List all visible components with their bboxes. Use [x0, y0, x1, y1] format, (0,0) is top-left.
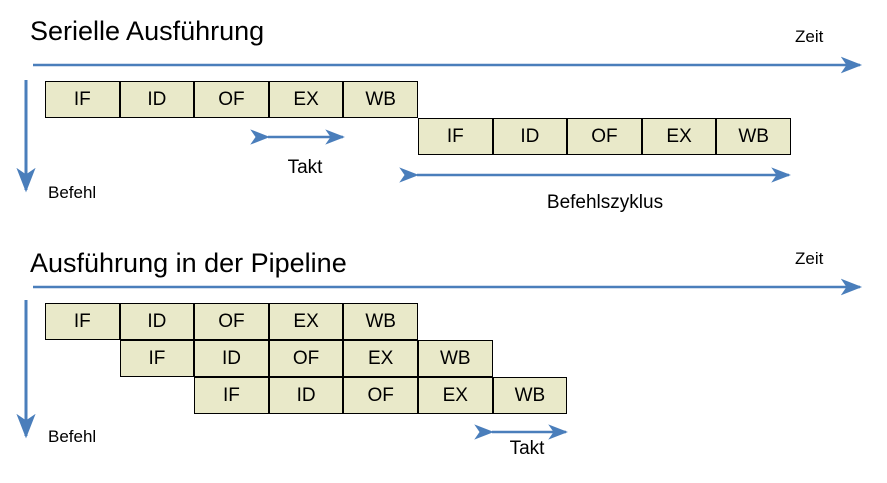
serial-section-title: Serielle Ausführung [30, 16, 265, 46]
serial-row2-stage-wb: WB [716, 118, 791, 155]
serial-cycle-caption: Befehlszyklus [546, 192, 664, 213]
pipeline-section-title: Ausführung in der Pipeline [30, 248, 347, 278]
pipeline-time-axis-label: Zeit [795, 249, 824, 268]
serial-row2-stage-ex: EX [641, 118, 717, 155]
pipeline-clock-caption: Takt [509, 438, 545, 459]
pipeline-row1-stage-if: IF [45, 303, 120, 340]
pipeline-row1-stage-of: OF [194, 303, 269, 340]
serial-clock-caption: Takt [287, 157, 323, 178]
pipeline-row3-stage-wb: WB [492, 377, 568, 414]
pipeline-row1-stage-wb: WB [343, 303, 418, 340]
pipeline-row3-stage-ex: EX [418, 377, 493, 414]
serial-row1-stage-wb: WB [343, 81, 418, 118]
pipeline-row2-stage-ex: EX [343, 340, 418, 377]
pipeline-row3-stage-id: ID [268, 377, 344, 414]
pipeline-row1-stage-id: ID [119, 303, 195, 340]
serial-row2-stage-if: IF [418, 118, 493, 155]
serial-time-axis-label: Zeit [795, 27, 824, 46]
serial-row2-stage-of: OF [567, 118, 642, 155]
serial-row1-stage-ex: EX [268, 81, 344, 118]
pipeline-row1-stage-ex: EX [268, 303, 344, 340]
pipeline-row2-stage-id: ID [194, 340, 269, 377]
pipeline-row3-stage-of: OF [343, 377, 418, 414]
pipeline-row2-stage-wb: WB [418, 340, 493, 377]
serial-instruction-axis-label: Befehl [48, 183, 97, 202]
pipeline-row2-stage-if: IF [119, 340, 195, 377]
pipeline-instruction-axis-label: Befehl [48, 427, 97, 446]
serial-row1-stage-id: ID [119, 81, 195, 118]
serial-row1-stage-if: IF [45, 81, 120, 118]
pipeline-row3-stage-if: IF [194, 377, 269, 414]
pipeline-row2-stage-of: OF [268, 340, 344, 377]
serial-row2-stage-id: ID [492, 118, 568, 155]
serial-row1-stage-of: OF [194, 81, 269, 118]
